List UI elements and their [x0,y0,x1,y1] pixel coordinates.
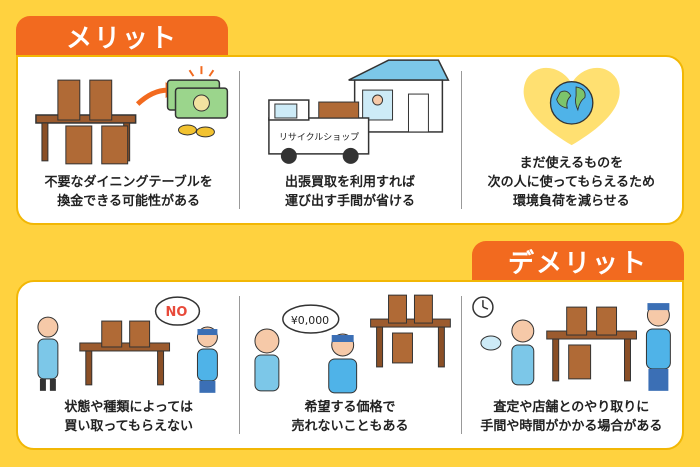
dining-table-icon [370,294,452,368]
staff-man-icon [196,326,218,393]
demerit-item-3: 査定や店舗とのやり取りに 手間や時間がかかる場合がある [460,282,682,448]
dining-table-icon [79,320,171,386]
demerit-caption-2: 希望する価格で 売れないこともある [291,400,409,434]
truck-icon: リサイクルショップ [268,99,370,164]
demerit-panel: NO 状態や種類によっては 買い取ってもらえない ¥0,000 [16,280,684,450]
staff-man-icon [328,333,358,394]
demerit-caption-3: 査定や店舗とのやり取りに 手間や時間がかかる場合がある [480,400,663,434]
svg-text:¥0,000: ¥0,000 [291,314,329,327]
cash-icon [166,66,229,138]
demerit-tab-label: デメリット [472,241,684,281]
speech-bubble-icon: NO [154,296,201,326]
merit-item-3: まだ使えるものを 次の人に使ってもらえるため 環境負荷を減らせる [460,57,682,223]
demerit-item-2: ¥0,000 希望する価格で 売れないこともある [239,282,460,448]
merit-tab-label: メリット [16,16,228,56]
svg-text:NO: NO [166,305,188,320]
eco-heart-illustration [523,67,620,146]
person-woman-icon [254,328,280,392]
demerit-caption-1: 状態や種類によっては 買い取ってもらえない [64,400,194,434]
dining-table-icon [35,79,137,165]
dining-table-icon [545,306,637,382]
sigh-cloud-icon [480,335,502,351]
pickup-service-illustration: リサイクルショップ [268,59,450,164]
staff-man-icon [645,303,671,391]
person-woman-icon [511,319,534,386]
merit-item-1: 不要なダイニングテーブルを 換金できる可能性がある [18,57,239,223]
merit-caption-1: 不要なダイニングテーブルを 換金できる可能性がある [44,175,213,209]
clock-icon [471,296,494,318]
merit-caption-3: まだ使えるものを 次の人に使ってもらえるため 環境負荷を減らせる [487,156,655,209]
rejected-illustration: NO [37,296,218,393]
merit-item-2: リサイクルショップ 出張買取を利用すれば 運び出す手間が省ける [239,57,460,223]
person-woman-icon [37,316,59,391]
svg-text:リサイクルショップ: リサイクルショップ [279,132,359,143]
globe-icon [549,81,594,125]
merit-caption-2: 出張買取を利用すれば 運び出す手間が省ける [284,175,415,209]
demerit-item-1: NO 状態や種類によっては 買い取ってもらえない [18,282,239,448]
speech-bubble-icon: ¥0,000 [282,304,340,334]
table-to-cash-illustration [35,66,229,165]
price-gap-illustration: ¥0,000 [254,294,452,394]
appraisal-time-illustration [471,296,671,391]
merit-panel: 不要なダイニングテーブルを 換金できる可能性がある リサイクルショップ [16,55,684,225]
